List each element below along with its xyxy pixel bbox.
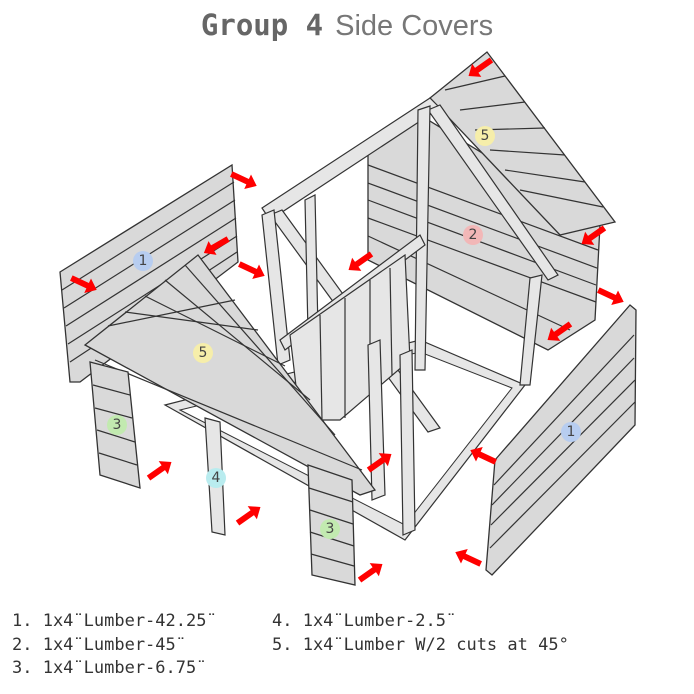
placement-arrows	[70, 57, 624, 583]
part-label-2: 2	[463, 225, 483, 245]
parts-legend-left: 1. 1x4¨Lumber-42.25¨ 2. 1x4¨Lumber-45¨ 3. …	[12, 610, 217, 681]
badge-number: 5	[199, 345, 208, 361]
badge-number: 4	[212, 470, 221, 486]
arrow-icon	[597, 287, 624, 305]
badge-circle	[133, 251, 153, 271]
legend-item: 2. 1x4¨Lumber-45¨	[12, 634, 186, 655]
part-label-5: 5	[193, 343, 213, 363]
part-label-3: 3	[107, 415, 127, 435]
arrow-icon	[348, 251, 374, 271]
part-label-4: 4	[206, 468, 226, 488]
badge-circle	[193, 343, 213, 363]
arrow-icon	[70, 275, 97, 293]
arrow-icon	[581, 225, 607, 245]
parts-legend-right: 4. 1x4¨Lumber-2.5¨ 5. 1x4¨Lumber W/2 cuts…	[272, 610, 569, 657]
badge-circle	[320, 519, 340, 539]
badge-circle	[561, 422, 581, 442]
badge-circle	[463, 225, 483, 245]
right-wall-panel	[485, 304, 637, 576]
rear-gable-planks	[444, 75, 604, 208]
badge-number: 5	[481, 128, 490, 144]
arrow-icon	[455, 549, 482, 567]
legend-item: 4. 1x4¨Lumber-2.5¨	[272, 611, 457, 631]
arrow-icon	[366, 453, 392, 473]
badge-circle	[475, 126, 495, 146]
front-gable-panel	[83, 254, 377, 496]
part-label-3: 3	[320, 519, 340, 539]
badge-number: 3	[326, 521, 335, 537]
front-post	[399, 349, 416, 536]
post	[261, 209, 291, 366]
group-label: Group 4	[200, 8, 324, 42]
rafter	[427, 104, 559, 281]
arrow-icon	[230, 171, 257, 189]
arrow-icon	[235, 506, 261, 526]
arrow-icon	[238, 261, 265, 279]
badge-circle	[107, 415, 127, 435]
right-leg-planks	[308, 487, 355, 567]
post	[414, 105, 431, 371]
badge-number: 2	[469, 227, 478, 243]
arrow-icon	[470, 447, 497, 465]
badge-number: 1	[139, 253, 148, 269]
arrow-icon	[468, 57, 494, 77]
badge-number: 1	[567, 424, 576, 440]
post	[519, 274, 543, 386]
part-label-1: 1	[561, 422, 581, 442]
part-label-1: 1	[133, 251, 153, 271]
legend-item: 5. 1x4¨Lumber W/2 cuts at 45°	[272, 634, 569, 655]
arrow-icon	[547, 321, 573, 341]
arrow-icon	[203, 236, 230, 255]
part-label-5: 5	[475, 126, 495, 146]
page-title: Group 4 Side Covers	[0, 8, 694, 43]
front-gable-planks	[94, 264, 363, 471]
arrow-icon	[146, 461, 172, 481]
legend-item: 3. 1x4¨Lumber-6.75¨	[12, 658, 207, 678]
left-leg-planks	[92, 384, 138, 466]
badge-number: 3	[113, 417, 122, 433]
badge-circle	[206, 468, 226, 488]
subtitle: Side Covers	[335, 10, 494, 42]
legend-item: 1. 1x4¨Lumber-42.25¨	[12, 611, 217, 631]
arrow-icon	[357, 563, 383, 583]
rear-gable-panel	[429, 51, 617, 236]
